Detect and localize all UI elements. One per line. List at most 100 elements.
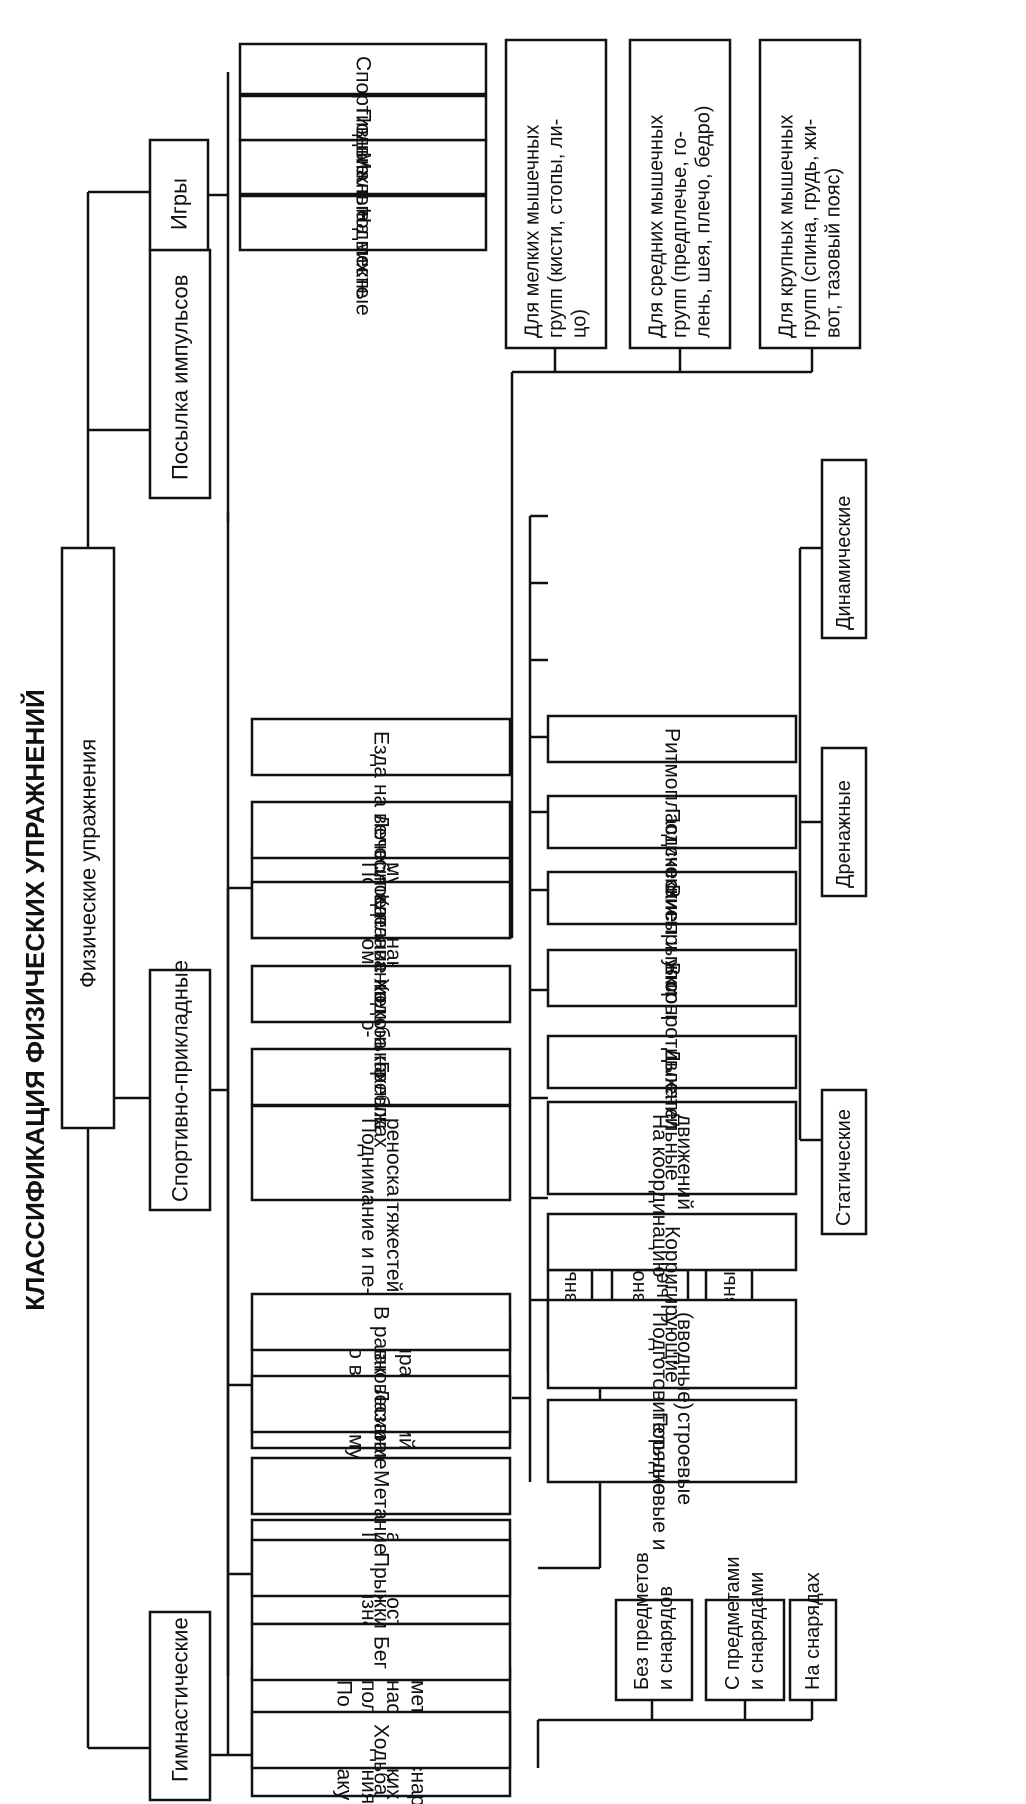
species-breathing-label: Дыхательные bbox=[661, 1048, 684, 1181]
apparatus-type-2-line: С предметами bbox=[722, 1557, 744, 1691]
category-sport-applied-line: Спортивно-прикладные bbox=[168, 960, 193, 1202]
apparatus-type-2: С предметамии снарядами bbox=[704, 1557, 786, 1702]
species-preparatory: Подготовительные(вводные) bbox=[546, 1298, 798, 1495]
sport-applied-throwing-frame bbox=[250, 1456, 512, 1516]
sport-applied-lifting-label: Поднимание и пе-реноска тяжестей bbox=[357, 1118, 405, 1294]
anatomical-small-label: Для мелких мышечныхгрупп (кисти, стопы, … bbox=[521, 119, 590, 338]
sport-applied-skiing-line: Ходьба на лыжах bbox=[370, 978, 393, 1148]
sport-applied-jumping: Прыжки bbox=[250, 1538, 512, 1629]
species-coordination-frame bbox=[546, 1100, 798, 1196]
species-hangs: Висы и упоры bbox=[546, 870, 798, 1019]
anatomical-medium-line: Для средних мышечных bbox=[645, 115, 667, 338]
anatomical-small-line: групп (кисти, стопы, ли- bbox=[545, 119, 567, 338]
anatomical-medium-frame bbox=[628, 38, 732, 350]
sport-applied-lifting-line: реноска тяжестей bbox=[382, 1118, 405, 1292]
game-in-place-label: На месте bbox=[352, 208, 375, 298]
sport-applied-running-label: Бег bbox=[370, 1636, 393, 1669]
category-gymnastic-frame bbox=[148, 1610, 212, 1802]
anatomical-medium: Для средних мышечныхгрупп (предплечье, г… bbox=[628, 38, 732, 350]
species-skips-frame bbox=[546, 794, 798, 850]
anatomical-small-line: цо) bbox=[569, 309, 591, 338]
species-preparatory-label: Подготовительные(вводные) bbox=[648, 1312, 696, 1495]
sport-applied-cycling-frame bbox=[250, 717, 512, 777]
game-mobile: Подвижные bbox=[238, 94, 488, 222]
root-box: Физические упражнения bbox=[60, 546, 116, 1130]
species-rhythmic-frame bbox=[546, 714, 798, 764]
anatomical-large-line: групп (спина, грудь, жи- bbox=[799, 119, 821, 338]
breathing-type-static-line: Статические bbox=[833, 1109, 855, 1226]
sport-applied-throwing-label: Метание bbox=[370, 1470, 393, 1555]
diagram-title: КЛАССИФИКАЦИЯ ФИЗИЧЕСКИХ УПРАЖНЕНИЙ bbox=[20, 689, 50, 1310]
sport-applied-lifting: Поднимание и пе-реноска тяжестей bbox=[250, 1104, 512, 1294]
species-rhythmic-line: Ритмопластические bbox=[661, 728, 684, 922]
apparatus-type-2-frame bbox=[704, 1598, 786, 1702]
sport-applied-balance-frame bbox=[250, 1292, 512, 1352]
game-sport: Спортивные bbox=[238, 42, 488, 176]
species-corrective-frame bbox=[546, 1212, 798, 1272]
species-drill-line: Порядковые и bbox=[648, 1412, 671, 1550]
species-breathing-frame bbox=[546, 1034, 798, 1090]
species-resistance-frame bbox=[546, 948, 798, 1008]
species-coordination-label: На координациюдвижений bbox=[648, 1114, 696, 1277]
category-games-line: Игры bbox=[167, 178, 192, 230]
sport-applied-skating-label: Катание на коньках bbox=[370, 894, 393, 1084]
category-games-label: Игры bbox=[167, 178, 192, 230]
apparatus-type-3-frame bbox=[788, 1598, 838, 1702]
category-impulses-frame bbox=[148, 248, 212, 500]
species-resistance: В сопротивлении bbox=[546, 948, 798, 1130]
sport-applied-rowing-line: Гребля bbox=[370, 1061, 393, 1129]
category-impulses: Посылка импульсов bbox=[148, 248, 212, 500]
category-sport-applied: Спортивно-прикладные bbox=[148, 960, 212, 1212]
species-drill: Порядковые истроевые bbox=[546, 1398, 798, 1550]
category-sport-applied-label: Спортивно-прикладные bbox=[168, 960, 193, 1202]
sport-applied-balance-label: В равновесии bbox=[370, 1306, 393, 1440]
category-games: Игры bbox=[148, 138, 210, 252]
sport-applied-skiing: Ходьба на лыжах bbox=[250, 964, 512, 1148]
sport-applied-walking-frame bbox=[250, 1710, 512, 1770]
game-sport-frame bbox=[238, 42, 488, 96]
game-in-place-line: На месте bbox=[352, 208, 375, 298]
sport-applied-skiing-frame bbox=[250, 964, 512, 1024]
sport-applied-swimming-line: Лечебное плавание bbox=[370, 814, 393, 1007]
species-hangs-label: Висы и упоры bbox=[661, 884, 684, 1019]
game-mobile-label: Подвижные bbox=[352, 108, 375, 222]
species-hangs-frame bbox=[546, 870, 798, 926]
sport-applied-rowing-frame bbox=[250, 1047, 512, 1107]
species-coordination: На координациюдвижений bbox=[546, 1100, 798, 1277]
species-hangs-line: Висы и упоры bbox=[661, 884, 684, 1019]
anatomical-small-frame bbox=[504, 38, 608, 350]
sport-applied-swimming: Лечебное плавание bbox=[250, 800, 512, 1007]
species-skips-line: Подскоки и прыжки bbox=[661, 808, 684, 996]
species-corrective: Корригирующие bbox=[546, 1212, 798, 1383]
sport-applied-running: Бег bbox=[250, 1622, 512, 1682]
species-breathing: Дыхательные bbox=[546, 1034, 798, 1181]
sport-applied-skiing-label: Ходьба на лыжах bbox=[370, 978, 393, 1148]
root-box-line: Физические упражнения bbox=[76, 739, 101, 988]
sport-applied-walking: Ходьба bbox=[250, 1710, 512, 1796]
apparatus-type-2-line: и снарядами bbox=[746, 1572, 768, 1690]
category-sport-applied-frame bbox=[148, 968, 212, 1212]
sport-applied-throwing: Метание bbox=[250, 1456, 512, 1555]
sport-applied-rowing-label: Гребля bbox=[370, 1061, 393, 1129]
game-sport-line: Спортивные bbox=[352, 56, 375, 176]
species-coordination-line: движений bbox=[673, 1114, 696, 1210]
sport-applied-lifting-line: Поднимание и пе- bbox=[357, 1118, 380, 1294]
sport-applied-climbing-label: Лазание bbox=[370, 1388, 393, 1470]
category-impulses-label: Посылка импульсов bbox=[168, 275, 193, 480]
breathing-type-dynamic-frame bbox=[820, 458, 868, 640]
sport-applied-cycling: Езда на велосипеде bbox=[250, 717, 512, 928]
species-corrective-label: Корригирующие bbox=[661, 1226, 684, 1383]
breathing-type-drainage: Дренажные bbox=[820, 746, 868, 898]
sport-applied-cycling-label: Езда на велосипеде bbox=[370, 731, 393, 928]
breathing-type-static: Статические bbox=[820, 1088, 868, 1236]
anatomical-large-line: Для крупных мышечных bbox=[775, 114, 797, 338]
game-sport-label: Спортивные bbox=[352, 56, 375, 176]
species-breathing-line: Дыхательные bbox=[661, 1048, 684, 1181]
anatomical-small: Для мелких мышечныхгрупп (кисти, стопы, … bbox=[504, 38, 608, 350]
anatomical-large-frame bbox=[758, 38, 862, 350]
apparatus-type-3-label: На снарядах bbox=[802, 1572, 824, 1690]
species-drill-line: строевые bbox=[673, 1412, 696, 1505]
root-box-frame bbox=[60, 546, 116, 1130]
species-rhythmic-label: Ритмопластические bbox=[661, 728, 684, 922]
sport-applied-jumping-frame bbox=[250, 1538, 512, 1598]
